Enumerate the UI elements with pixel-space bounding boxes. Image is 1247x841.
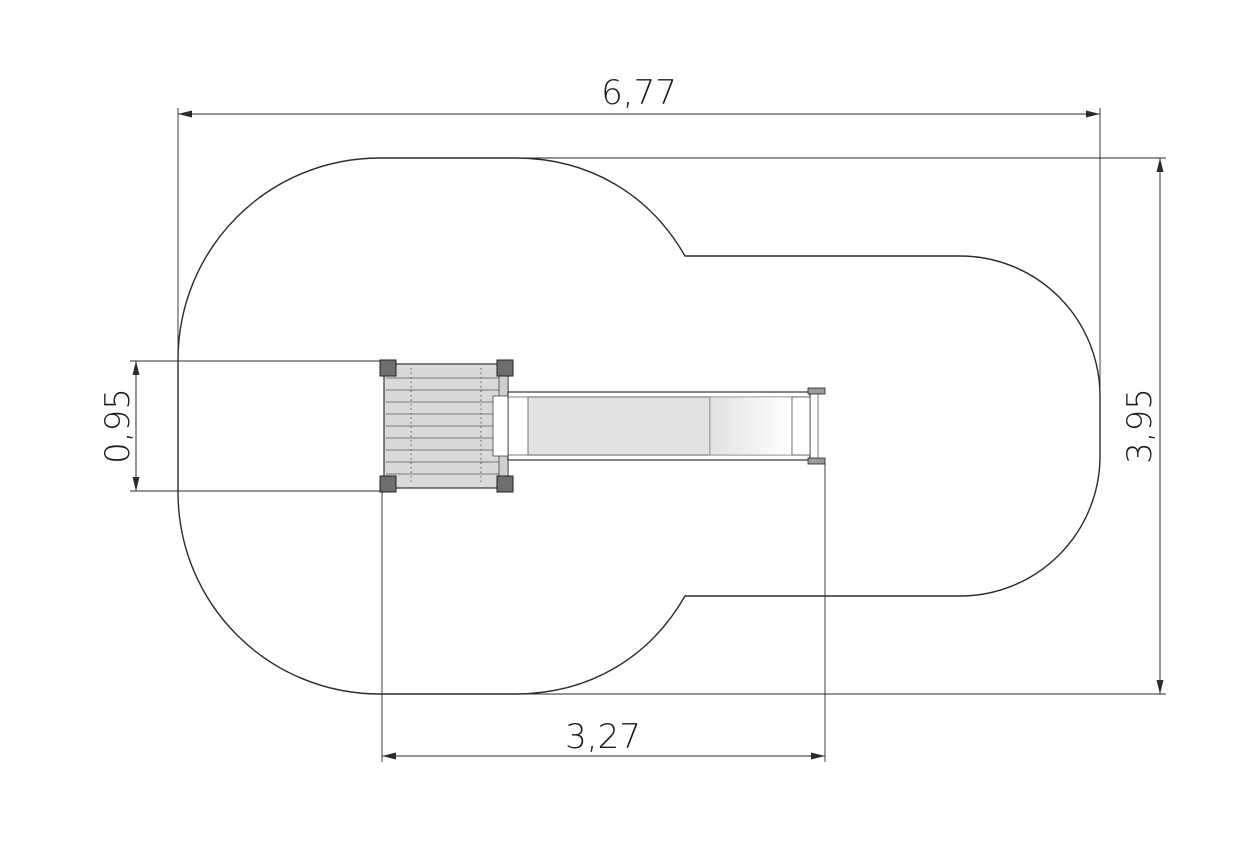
corner-post bbox=[496, 359, 514, 377]
platform-width-dimension: 0,95 bbox=[98, 360, 382, 492]
overall-width-dimension: 3,95 bbox=[515, 157, 1166, 695]
overall-length-label: 6,77 bbox=[601, 73, 677, 113]
platform-deck bbox=[383, 363, 509, 489]
overall-width-label: 3,95 bbox=[1120, 388, 1160, 464]
safety-zone-outline bbox=[177, 157, 1101, 695]
equipment-length-label: 3,27 bbox=[565, 717, 641, 757]
overall-length-dimension: 6,77 bbox=[177, 73, 1101, 396]
slide bbox=[492, 387, 826, 465]
corner-post bbox=[379, 475, 397, 493]
platform-width-label: 0,95 bbox=[98, 388, 138, 464]
corner-post bbox=[496, 475, 514, 493]
equipment-length-dimension: 3,27 bbox=[381, 462, 826, 762]
corner-post bbox=[379, 359, 397, 377]
